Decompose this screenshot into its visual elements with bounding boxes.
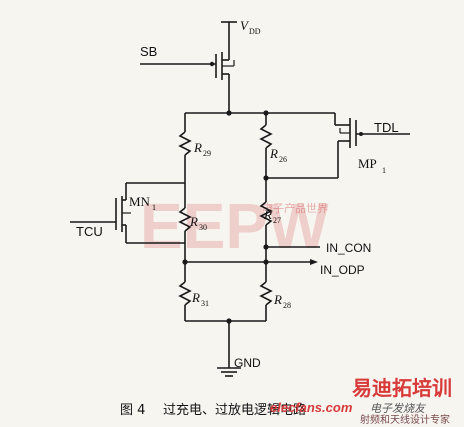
- brand-sub-watermark: 射频和天线设计专家: [360, 413, 450, 426]
- vdd-label: V: [240, 18, 250, 33]
- brand-watermark: 易迪拓培训: [352, 376, 452, 400]
- r29-label: R: [193, 140, 202, 155]
- in-odp-label: IN_ODP: [320, 263, 365, 277]
- gnd-label: GND: [234, 356, 261, 370]
- figure-caption: 图 4 过充电、过放电逻辑电路: [120, 402, 306, 418]
- node-top-center: [226, 110, 232, 116]
- mn1-label: MN: [129, 194, 151, 209]
- r31-label: R: [191, 290, 200, 305]
- r27-label: R: [263, 207, 272, 222]
- in-con-label: IN_CON: [326, 241, 371, 255]
- mn1-transistor: TCU MN 1: [70, 182, 185, 244]
- tcu-label: TCU: [76, 224, 103, 239]
- caption-figure: 图 4: [120, 403, 145, 418]
- r26-sub-label: 26: [279, 155, 287, 164]
- r28-label: R: [273, 292, 282, 307]
- r30-sub-label: 30: [199, 223, 207, 232]
- bottom-watermarks: elecfans.com 电子发烧友 易迪拓培训 射频和天线设计专家: [270, 376, 452, 426]
- ground: GND: [185, 318, 266, 377]
- mn1-sub-label: 1: [152, 203, 156, 212]
- r31-sub-label: 31: [201, 299, 209, 308]
- mp1-transistor: TDL MP 1: [334, 113, 410, 178]
- eepw-logo-cn: 电子产品世界: [262, 201, 328, 215]
- r30-label: R: [189, 214, 198, 229]
- caption-title: 过充电、过放电逻辑电路: [163, 402, 306, 418]
- mp1-sub-label: 1: [382, 166, 386, 175]
- elecfans-watermark: elecfans.com: [270, 400, 353, 415]
- r27-sub-label: 27: [273, 216, 281, 225]
- tdl-label: TDL: [374, 120, 399, 135]
- vdd-sub-label: DD: [249, 27, 261, 36]
- eepw-watermark: EEPW 电子产品世界: [140, 190, 329, 262]
- elecfans-cn-watermark: 电子发烧友: [370, 402, 427, 415]
- left-branch: R 29 R 30 R 31: [178, 113, 211, 321]
- eepw-logo-text: EEPW: [140, 190, 329, 262]
- sb-label: SB: [140, 44, 157, 59]
- in-odp-line: IN_ODP: [182, 259, 365, 277]
- vdd-supply: V DD: [221, 18, 261, 60]
- right-branch: R 26 R 27 IN_CON R 28: [259, 113, 371, 321]
- r28-sub-label: 28: [283, 301, 291, 310]
- r29-sub-label: 29: [203, 149, 211, 158]
- r26-label: R: [269, 146, 278, 161]
- pmos-sb: SB: [140, 44, 235, 113]
- mp1-label: MP: [358, 156, 377, 171]
